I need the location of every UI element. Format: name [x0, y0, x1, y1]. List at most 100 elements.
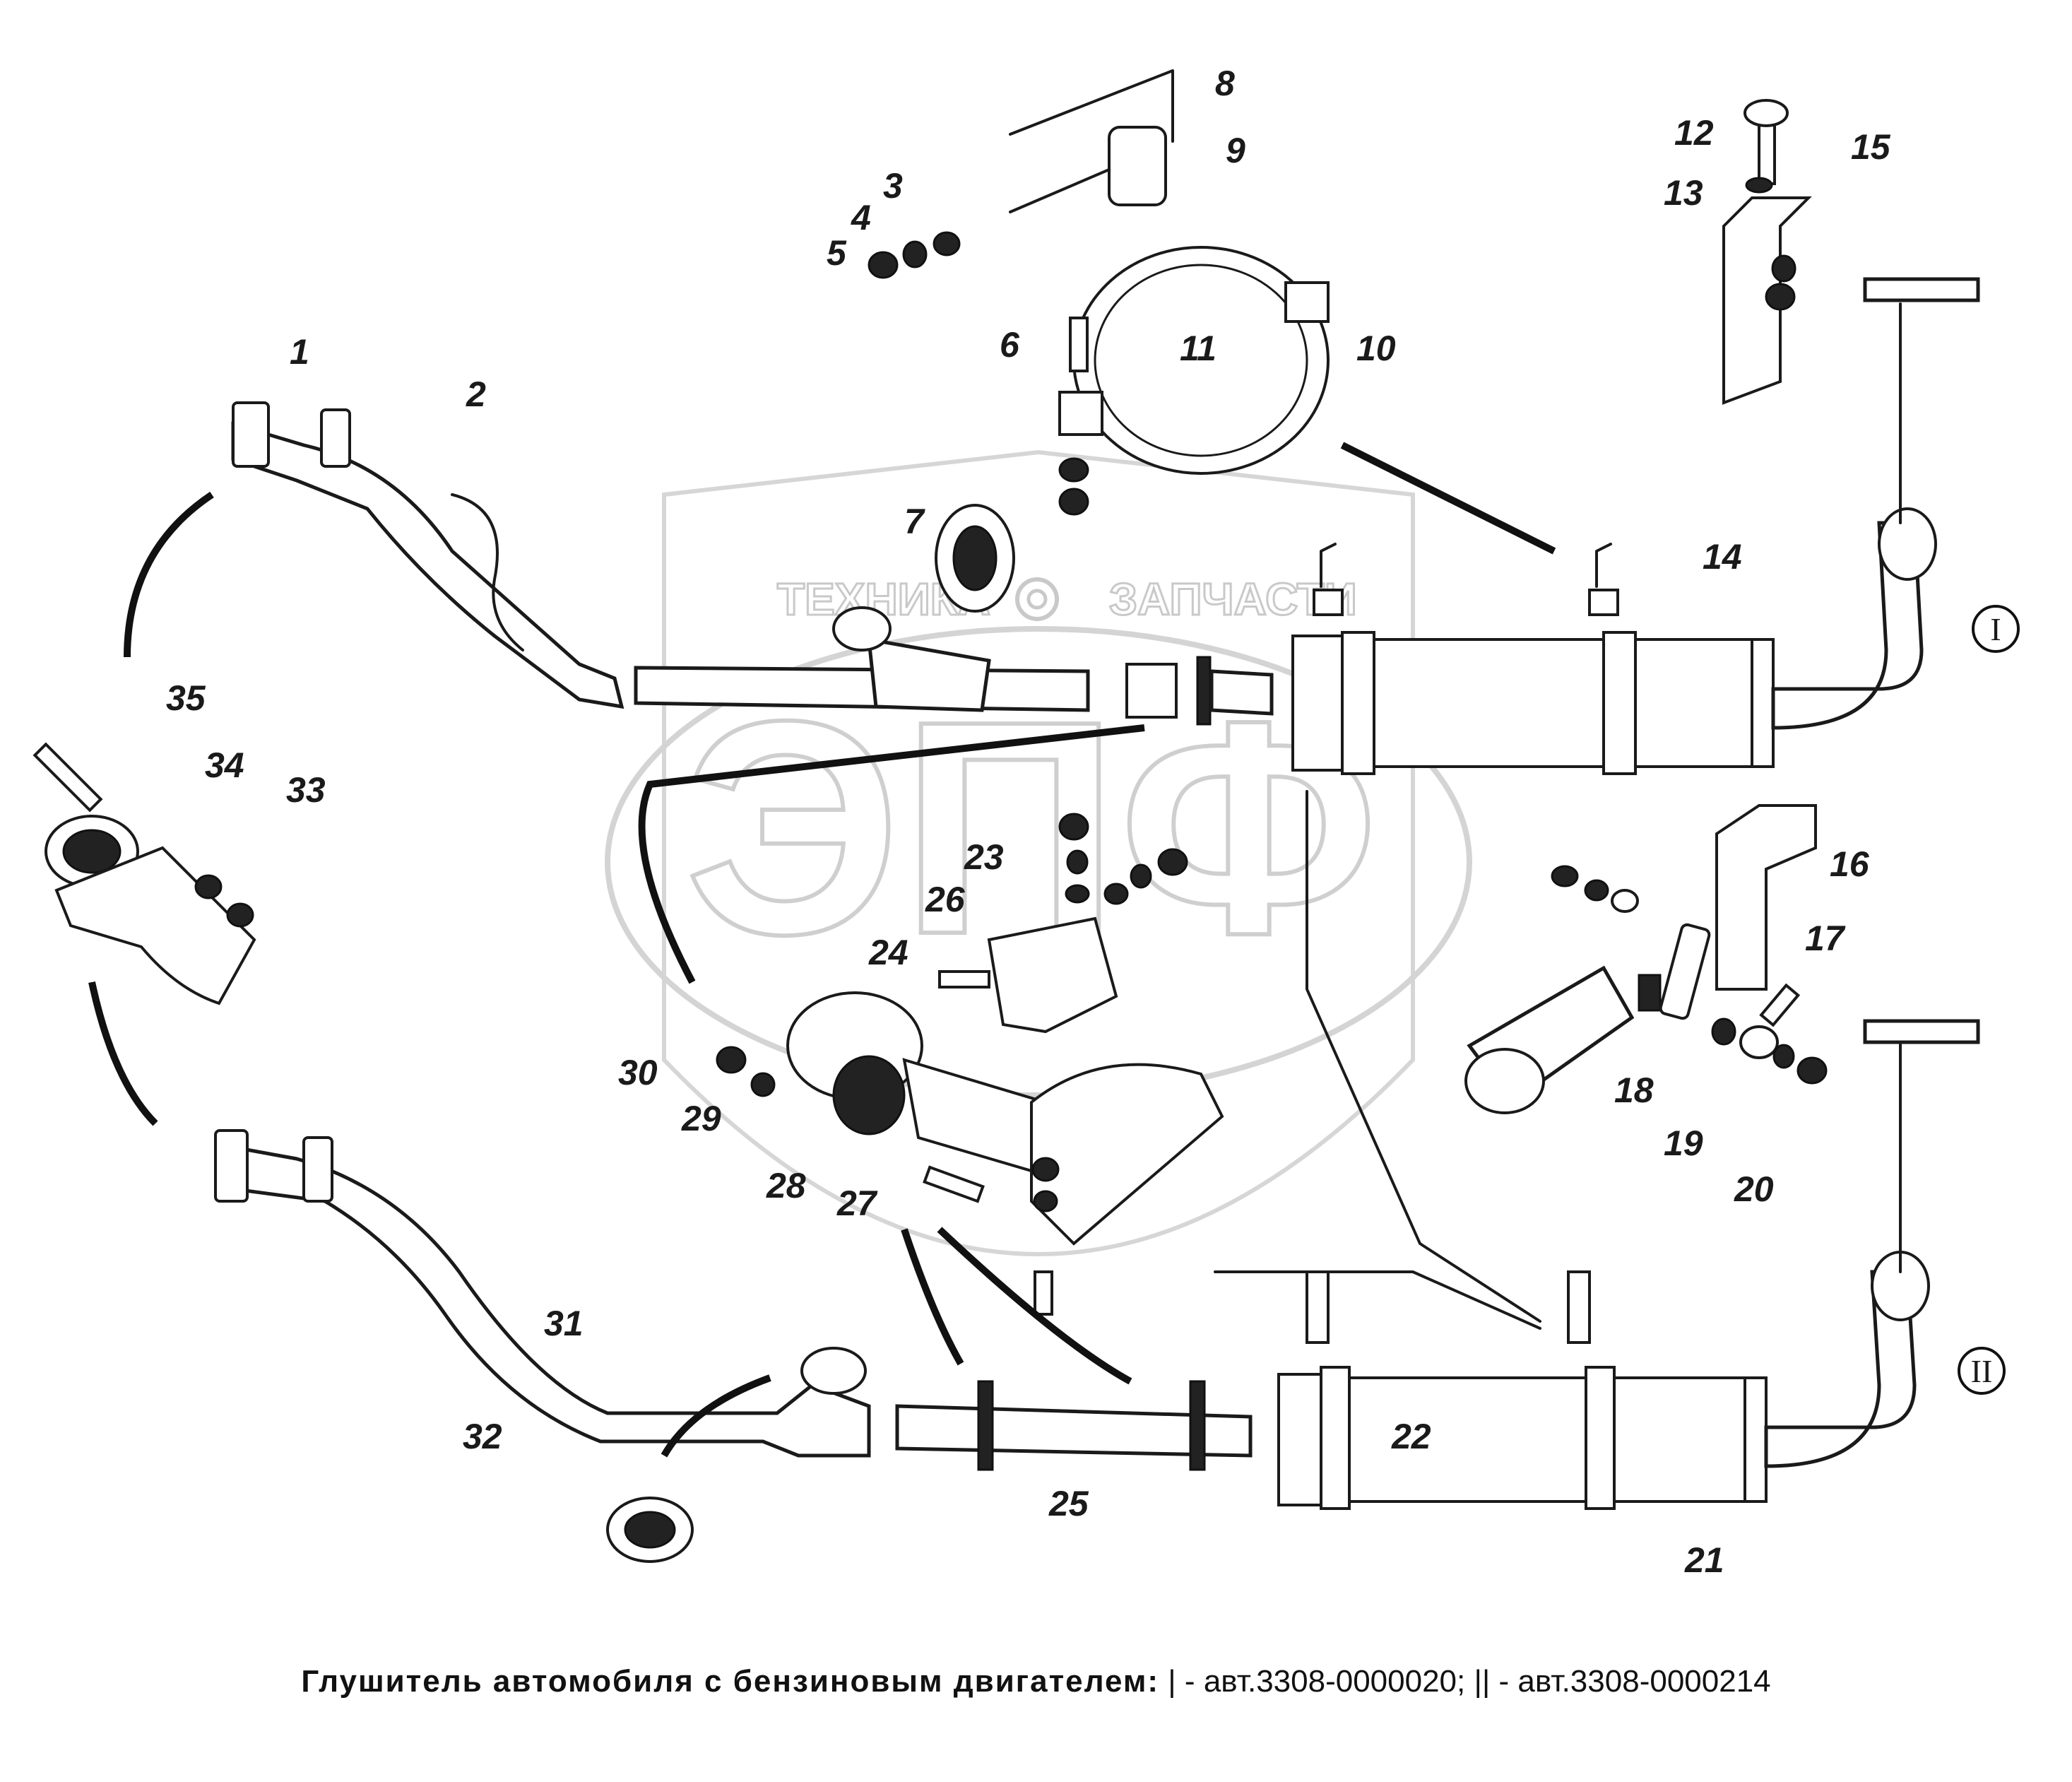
- caption-variants: | - авт.3308-0000020; || - авт.3308-0000…: [1168, 1664, 1771, 1699]
- part-label-16: 16: [1830, 844, 1870, 884]
- washer-19: [1711, 1017, 1736, 1046]
- part-label-25: 25: [1048, 1484, 1089, 1523]
- part-label-2: 2: [466, 374, 486, 414]
- muffler-rear-cap: [1744, 1376, 1768, 1503]
- washer-29: [750, 1072, 776, 1097]
- variant-1-marker: [1972, 605, 2020, 653]
- bolt-27: [923, 1165, 985, 1203]
- nut-5: [1031, 1157, 1060, 1182]
- muffler-21: [1277, 1376, 1760, 1503]
- muffler-strap: [1602, 631, 1637, 775]
- washer-3: [933, 231, 961, 256]
- clamp-lug: [1284, 281, 1330, 323]
- variant-2-assembly: [214, 1019, 1980, 1563]
- part-label-8: 8: [1215, 64, 1235, 103]
- part-label-13: 13: [1664, 173, 1703, 213]
- part-label-28: 28: [766, 1166, 806, 1205]
- joint-flange: [1196, 656, 1212, 726]
- part-label-6: 6: [1000, 325, 1020, 365]
- front-exhaust-pipe: [231, 421, 624, 709]
- part-label-24: 24: [868, 933, 908, 972]
- caption-title: Глушитель автомобиля с бензиновым двигат…: [301, 1664, 1160, 1699]
- gasket-7-inner: [952, 525, 997, 591]
- part-label-11: 11: [1180, 329, 1216, 368]
- part-label-20: 20: [1734, 1169, 1774, 1209]
- washer-20: [1739, 1025, 1779, 1059]
- washer-4: [1058, 457, 1089, 483]
- hanger: [1306, 1270, 1330, 1344]
- part-label-21: 21: [1684, 1540, 1724, 1580]
- leader-line: [1214, 1270, 1541, 1330]
- part-label-7: 7: [904, 502, 925, 541]
- part-label-23: 23: [964, 837, 1004, 877]
- part-label-17: 17: [1805, 919, 1846, 958]
- bolt-17: [1759, 983, 1801, 1027]
- pipe-connector: [867, 637, 991, 712]
- bolt-24: [938, 970, 990, 989]
- part-label-34: 34: [205, 745, 244, 785]
- variant-1-label: I: [1990, 611, 2001, 647]
- washer-4: [1772, 1044, 1795, 1069]
- arrow: [88, 981, 158, 1126]
- clamp-rod: [1009, 168, 1111, 213]
- part-label-29: 29: [681, 1099, 721, 1138]
- part-label-22: 22: [1391, 1417, 1431, 1456]
- nut-5: [1058, 488, 1089, 516]
- center-bracket-assembly: [716, 813, 1224, 1316]
- part-label-26: 26: [925, 880, 966, 919]
- fasteners-top: [868, 231, 1089, 613]
- part-label-1: 1: [290, 332, 309, 372]
- muffler-inlet-pipe: [1209, 669, 1274, 716]
- part-label-33: 33: [286, 770, 326, 810]
- muffler-rear-cap: [1751, 638, 1775, 768]
- washer-4: [1130, 863, 1152, 889]
- part-label-30: 30: [618, 1053, 658, 1092]
- variant-markers: I II: [1958, 605, 2020, 1395]
- exhaust-manifold: [54, 846, 256, 1005]
- pipe-ring: [832, 606, 892, 651]
- pad-16: [1659, 923, 1711, 1020]
- part-number-labels: 1 2 3 4 5 6 7 8 9 10 11 12 13 14 15 16 1…: [166, 64, 1891, 1580]
- washer-4: [902, 240, 928, 269]
- right-bracket-assembly: [1464, 804, 1828, 1114]
- bracket-16: [1715, 804, 1817, 991]
- part-label-5: 5: [827, 233, 847, 273]
- clamp-band-11: [1094, 264, 1308, 457]
- flow-arrows: [88, 442, 1556, 1458]
- arrow: [901, 1228, 964, 1366]
- arrow: [124, 491, 214, 658]
- arrow: [1340, 442, 1556, 555]
- gasket-28: [832, 1055, 906, 1135]
- nut-5: [1551, 865, 1579, 887]
- nut-5: [868, 251, 899, 279]
- part-label-14: 14: [1703, 537, 1742, 577]
- muffler-strap: [1585, 1366, 1616, 1510]
- flange-clamp: [320, 408, 351, 468]
- arrow: [638, 724, 1145, 984]
- bolt-6: [1069, 317, 1089, 372]
- frame-member: [1863, 277, 1980, 302]
- joint-flange: [977, 1380, 994, 1471]
- manifold-section: [32, 742, 256, 1005]
- rubber-bushing-9: [1108, 126, 1167, 206]
- flange: [232, 401, 270, 468]
- nut-5: [1058, 813, 1089, 841]
- hanger-bracket: [1313, 589, 1344, 616]
- washer-23: [1103, 883, 1129, 905]
- part-label-3: 3: [883, 166, 903, 206]
- pipe-end: [1464, 1048, 1545, 1114]
- flange-clamp: [302, 1136, 333, 1203]
- washer-13: [1745, 177, 1773, 194]
- arrow: [661, 1374, 771, 1458]
- washer-4: [1584, 879, 1609, 902]
- part-label-9: 9: [1226, 131, 1245, 170]
- upper-right-bracket: [1722, 99, 1812, 405]
- pipe-ring: [800, 1347, 867, 1395]
- nut-5: [1765, 283, 1796, 311]
- variant-1-assembly: [231, 277, 1980, 775]
- part-label-12: 12: [1674, 113, 1714, 153]
- tail-pipe: [1771, 521, 1924, 730]
- tail-pipe: [1764, 1270, 1917, 1468]
- washer-23: [1065, 884, 1090, 904]
- washer-4: [1066, 849, 1089, 875]
